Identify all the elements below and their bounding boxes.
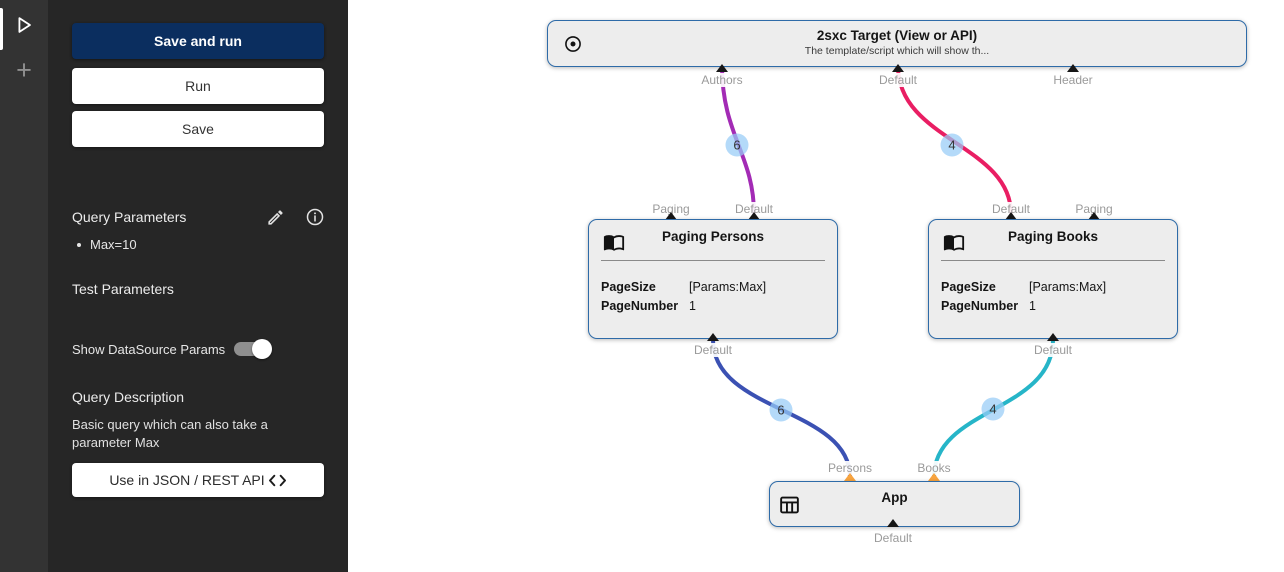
port-label: Paging — [649, 202, 693, 216]
port-label: Default — [875, 73, 921, 87]
param-value: [Params:Max] — [1029, 280, 1107, 294]
bullet-dot — [77, 242, 81, 247]
param-name: PageSize — [941, 280, 996, 294]
info-icon[interactable] — [304, 206, 326, 228]
port-label: Default — [690, 343, 736, 357]
divider — [941, 260, 1165, 261]
save-and-run-button[interactable]: Save and run — [72, 23, 324, 59]
in-port-default[interactable] — [1047, 333, 1059, 341]
show-datasource-toggle[interactable] — [234, 339, 273, 359]
datasource-params: PageSize [Params:Max] PageNumber 1 — [601, 278, 766, 316]
param-row: PageNumber 1 — [941, 297, 1106, 316]
node-2sxc-target[interactable]: 2sxc Target (View or API) The template/s… — [547, 20, 1247, 67]
port-label: Default — [1030, 343, 1076, 357]
node-paging-persons[interactable]: Paging Persons PageSize [Params:Max] Pag… — [588, 219, 838, 339]
in-port-default[interactable] — [892, 64, 904, 72]
out-port-books[interactable] — [928, 473, 940, 481]
show-datasource-row: Show DataSource Params — [72, 339, 273, 359]
code-icon — [268, 474, 286, 486]
param-name: PageNumber — [941, 299, 1019, 313]
target-icon — [563, 34, 583, 59]
node-title: Paging Persons — [661, 229, 765, 244]
node-title: 2sxc Target (View or API) — [816, 28, 978, 43]
node-paging-books[interactable]: Paging Books PageSize [Params:Max] PageN… — [928, 219, 1178, 339]
query-parameter-value: Max=10 — [90, 237, 137, 252]
port-label: Header — [1050, 73, 1096, 87]
param-row: PageNumber 1 — [601, 297, 766, 316]
port-label: Books — [914, 461, 954, 475]
port-label: Default — [988, 202, 1034, 216]
out-port-persons[interactable] — [844, 473, 856, 481]
edit-icon[interactable] — [264, 206, 286, 228]
port-label: Default — [870, 531, 916, 545]
in-port-authors[interactable] — [716, 64, 728, 72]
use-in-rest-api-button[interactable]: Use in JSON / REST API — [72, 463, 324, 497]
param-name: PageSize — [601, 280, 656, 294]
stream-count-badge[interactable]: 6 — [725, 133, 749, 157]
book-icon — [941, 231, 967, 258]
param-row: PageSize [Params:Max] — [941, 278, 1106, 297]
save-button[interactable]: Save — [72, 111, 324, 147]
table-icon — [780, 496, 799, 519]
tool-rail: + — [0, 0, 48, 572]
out-port-paging[interactable] — [1088, 212, 1100, 220]
out-port-paging[interactable] — [665, 212, 677, 220]
stream-count-badge[interactable]: 6 — [769, 398, 793, 422]
in-port-header[interactable] — [1067, 64, 1079, 72]
param-value: 1 — [689, 299, 696, 313]
add-datasource-button[interactable]: + — [16, 55, 32, 85]
param-value: 1 — [1029, 299, 1036, 313]
out-port-default[interactable] — [748, 212, 760, 220]
show-datasource-label: Show DataSource Params — [72, 341, 226, 357]
port-label: Authors — [698, 73, 746, 87]
run-query-icon[interactable] — [13, 14, 35, 36]
query-parameters-header: Query Parameters — [72, 206, 326, 228]
port-label: Paging — [1072, 202, 1116, 216]
query-canvas[interactable]: 2sxc Target (View or API) The template/s… — [348, 0, 1284, 572]
node-title: App — [881, 490, 908, 505]
query-description-text: Basic query which can also take a parame… — [72, 417, 268, 450]
run-button[interactable]: Run — [72, 68, 324, 104]
in-port-default[interactable] — [707, 333, 719, 341]
query-parameter-item: Max=10 — [77, 237, 137, 252]
port-label: Persons — [824, 461, 876, 475]
query-description-title: Query Description — [72, 389, 185, 405]
book-icon — [601, 231, 627, 258]
port-label: Default — [731, 202, 777, 216]
active-tool-indicator — [0, 8, 3, 50]
sidebar: Save and run Run Save Query Parameters M… — [48, 0, 348, 572]
node-subtitle: The template/script which will show th..… — [804, 45, 990, 57]
param-value: [Params:Max] — [689, 280, 767, 294]
in-port-default[interactable] — [887, 519, 899, 527]
stream-count-badge[interactable]: 4 — [940, 133, 964, 157]
datasource-params: PageSize [Params:Max] PageNumber 1 — [941, 278, 1106, 316]
query-parameters-title: Query Parameters — [72, 209, 187, 225]
toggle-knob — [252, 339, 273, 359]
stream-count-badge[interactable]: 4 — [981, 397, 1005, 421]
node-title: Paging Books — [1007, 229, 1098, 244]
param-name: PageNumber — [601, 299, 679, 313]
rest-api-label: Use in JSON / REST API — [109, 472, 265, 488]
test-parameters-title: Test Parameters — [72, 281, 174, 297]
param-row: PageSize [Params:Max] — [601, 278, 766, 297]
divider — [601, 260, 825, 261]
out-port-default[interactable] — [1005, 212, 1017, 220]
